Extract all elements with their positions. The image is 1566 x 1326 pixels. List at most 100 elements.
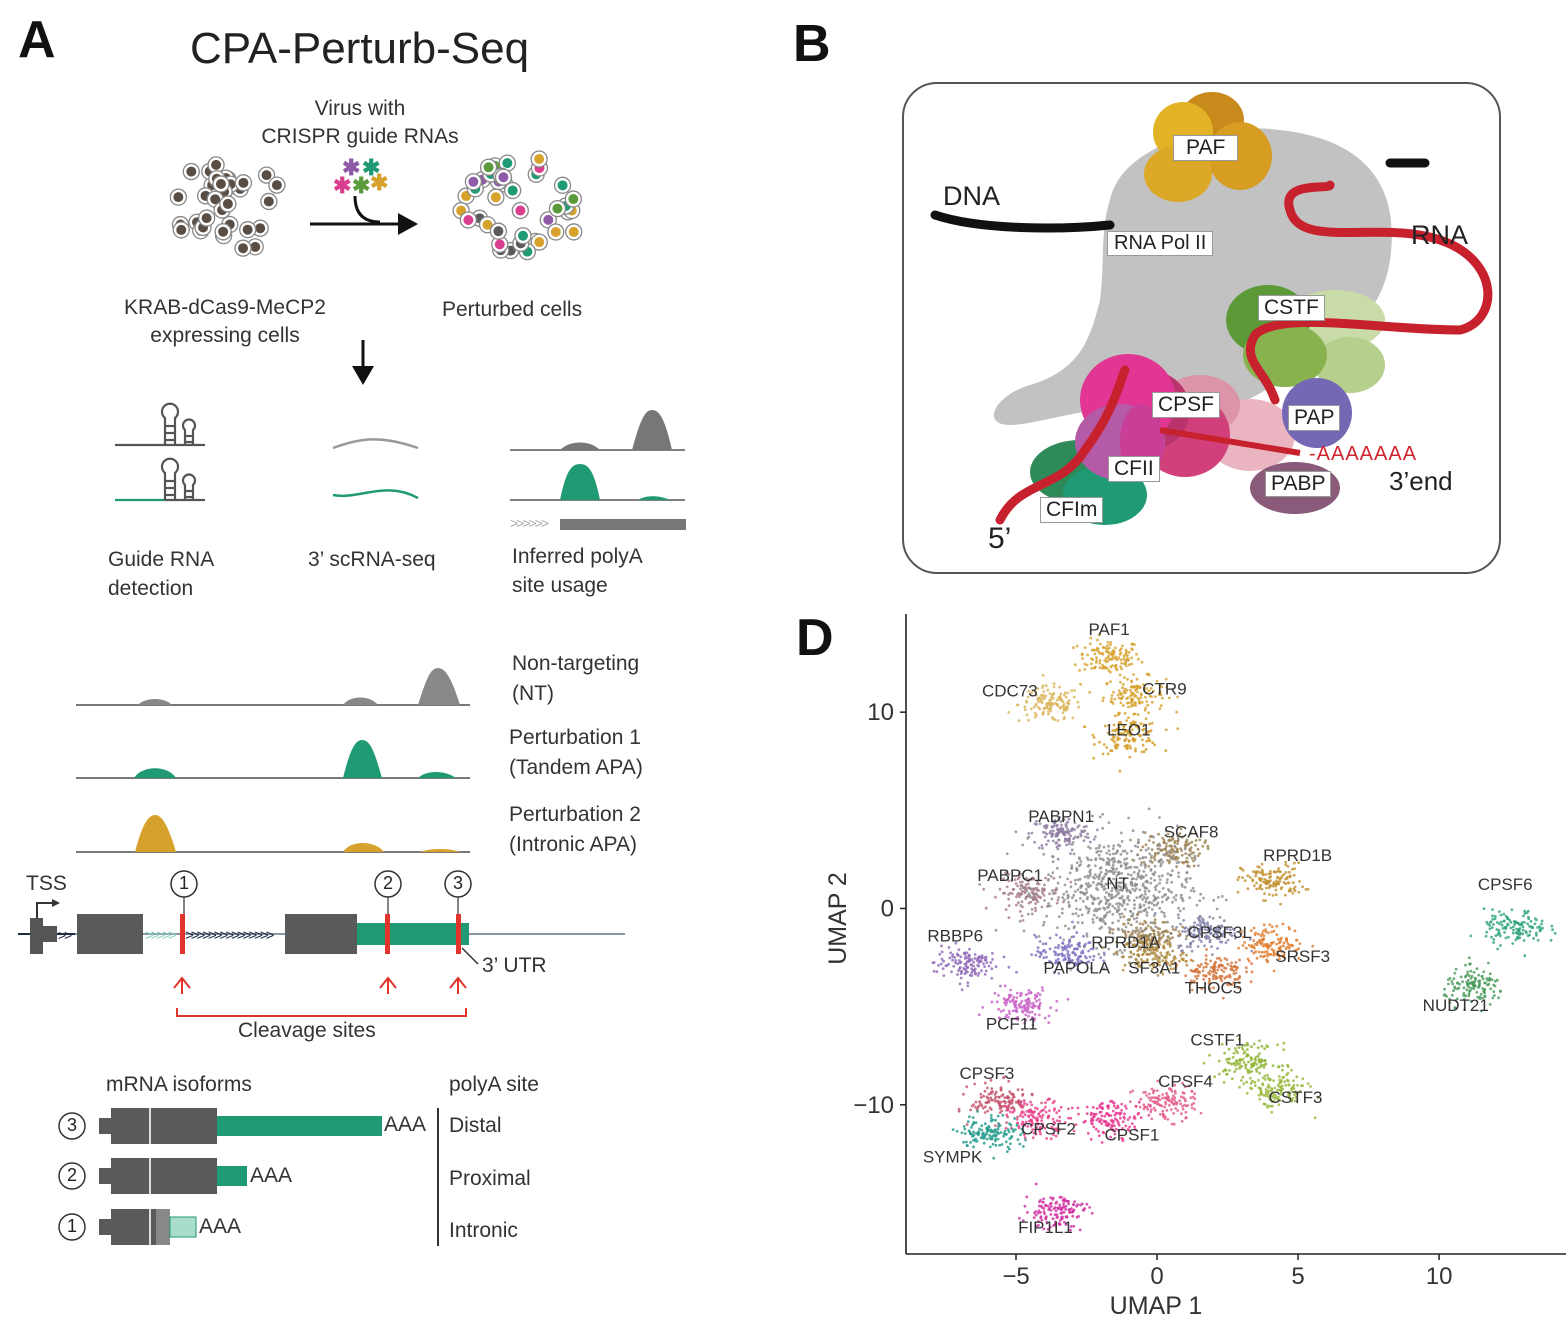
cell xyxy=(219,195,237,213)
cluster-srsf3 xyxy=(1237,922,1315,973)
three-prime-end-label: 3’end xyxy=(1389,466,1453,496)
cluster-sf3a1 xyxy=(1114,922,1195,977)
panel-b-letter: B xyxy=(793,15,831,73)
guide-rna-label-line1: Guide RNA xyxy=(108,548,215,571)
cell xyxy=(530,233,548,251)
down-arrow-head xyxy=(352,366,374,385)
coverage-track-p2 xyxy=(76,815,470,853)
cell xyxy=(197,209,216,227)
rna-5-end xyxy=(995,365,1130,525)
cluster-label-cpsf3l: CPSF3L xyxy=(1188,923,1252,942)
guide-rna-icon-targeting xyxy=(115,457,205,502)
cell xyxy=(257,166,276,184)
cell xyxy=(207,156,225,174)
cluster-label-leo1: LEO1 xyxy=(1107,721,1150,740)
cluster-label-pcf11: PCF11 xyxy=(986,1015,1038,1034)
x-tick-label: 10 xyxy=(1426,1263,1453,1290)
scrna-read-gray xyxy=(332,438,419,450)
cluster-cstf3 xyxy=(1238,1065,1320,1120)
cell xyxy=(565,223,583,241)
cluster-label-cpsf4: CPSF4 xyxy=(1158,1072,1213,1091)
cpsf-label: CPSF xyxy=(1152,392,1221,418)
cluster-label-rprd1a: RPRD1A xyxy=(1091,933,1161,952)
isoform-1-aaa: AAA xyxy=(199,1215,242,1238)
cluster-sympk xyxy=(951,1110,1027,1160)
isoform-2-number: 2 xyxy=(66,1165,77,1185)
tss-arrow xyxy=(36,902,52,918)
cell xyxy=(489,222,508,240)
gene-bar xyxy=(560,519,686,530)
infection-arrow-head xyxy=(398,213,418,235)
p2-label-line2: (Intronic APA) xyxy=(509,833,637,856)
umap-cluster-labels: PAF1CTR9CDC73LEO1PABPN1SCAF8RPRD1BPABPC1… xyxy=(923,620,1533,1237)
virus-label-line2: CRISPR guide RNAs xyxy=(261,125,459,148)
cluster-label-cpsf1: CPSF1 xyxy=(1104,1126,1159,1145)
isoform-1 xyxy=(58,1209,197,1245)
cell xyxy=(487,188,505,206)
cluster-cpsf3l xyxy=(1153,912,1254,956)
cpa-complex-diagram xyxy=(902,82,1501,574)
p1-label-line1: Perturbation 1 xyxy=(509,726,641,749)
cluster-pabpn1 xyxy=(1014,814,1099,861)
cfim-label: CFIm xyxy=(1040,497,1104,523)
cluster-pcf11 xyxy=(977,984,1070,1027)
cell xyxy=(547,223,565,241)
cluster-label-paf1: PAF1 xyxy=(1088,620,1129,639)
perturbed-cells-label: Perturbed cells xyxy=(442,298,583,321)
p1-label-line2: (Tandem APA) xyxy=(509,756,643,779)
isoform-3-aaa: AAA xyxy=(384,1113,427,1136)
cell xyxy=(511,201,529,220)
cell xyxy=(479,158,498,176)
isoforms-title: mRNA isoforms xyxy=(106,1073,252,1096)
svg-text:✱: ✱ xyxy=(370,170,388,195)
cell xyxy=(459,211,478,229)
cell xyxy=(464,173,483,191)
isoform-2 xyxy=(58,1158,247,1194)
cell xyxy=(172,221,190,239)
svg-text:>>>>>>>>>>>>>>>: >>>>>>>>>>>>>>> xyxy=(185,927,275,944)
paf-label: PAF xyxy=(1173,135,1239,161)
cluster-label-nudt21: NUDT21 xyxy=(1423,996,1489,1015)
cluster-ctr9 xyxy=(1079,672,1179,726)
cluster-rbbp6 xyxy=(931,941,1018,992)
cluster-label-pabpc1: PABPC1 xyxy=(977,866,1043,885)
isoform-3-number: 3 xyxy=(66,1115,77,1135)
cluster-label-pabpn1: PABPN1 xyxy=(1028,807,1094,826)
cluster-label-thoc5: THOC5 xyxy=(1185,978,1243,997)
cluster-label-cdc73: CDC73 xyxy=(982,681,1038,700)
coverage-track-nt xyxy=(76,668,470,706)
cstf-label: CSTF xyxy=(1258,295,1325,321)
site-2-label: 2 xyxy=(382,873,393,893)
rna-label: RNA xyxy=(1411,220,1469,250)
y-tick-label: −10 xyxy=(853,1092,894,1119)
isoform-3 xyxy=(58,1108,382,1144)
cfii-label: CFII xyxy=(1108,456,1160,482)
peak-green-small xyxy=(638,496,670,500)
intronic-label: Intronic xyxy=(449,1219,518,1242)
cell xyxy=(251,219,269,237)
cluster-leo1 xyxy=(1083,712,1180,773)
cell xyxy=(214,223,232,241)
y-tick-label: 10 xyxy=(867,699,894,726)
utr-label: 3’ UTR xyxy=(482,954,547,977)
cluster-scaf8 xyxy=(1129,827,1210,869)
svg-text:✱: ✱ xyxy=(362,155,380,180)
pap-label: PAP xyxy=(1288,405,1341,431)
cleavage-arrows xyxy=(173,976,467,1017)
cell xyxy=(553,176,572,194)
cluster-label-rprd1b: RPRD1B xyxy=(1263,846,1332,865)
cell xyxy=(260,192,278,211)
cluster-cstf1 xyxy=(1202,1037,1299,1084)
svg-text:✱: ✱ xyxy=(352,173,370,198)
site-1-label: 1 xyxy=(178,873,189,893)
scrna-label: 3’ scRNA-seq xyxy=(308,548,436,571)
cluster-cdc73 xyxy=(1007,674,1087,729)
cluster-label-cpsf2: CPSF2 xyxy=(1021,1120,1076,1139)
cell xyxy=(491,235,509,254)
virus-label-line1: Virus with xyxy=(314,97,406,120)
peak-gray-large xyxy=(632,410,672,450)
svg-text:✱: ✱ xyxy=(342,155,360,180)
cleavage-sites-label: Cleavage sites xyxy=(238,1019,376,1042)
